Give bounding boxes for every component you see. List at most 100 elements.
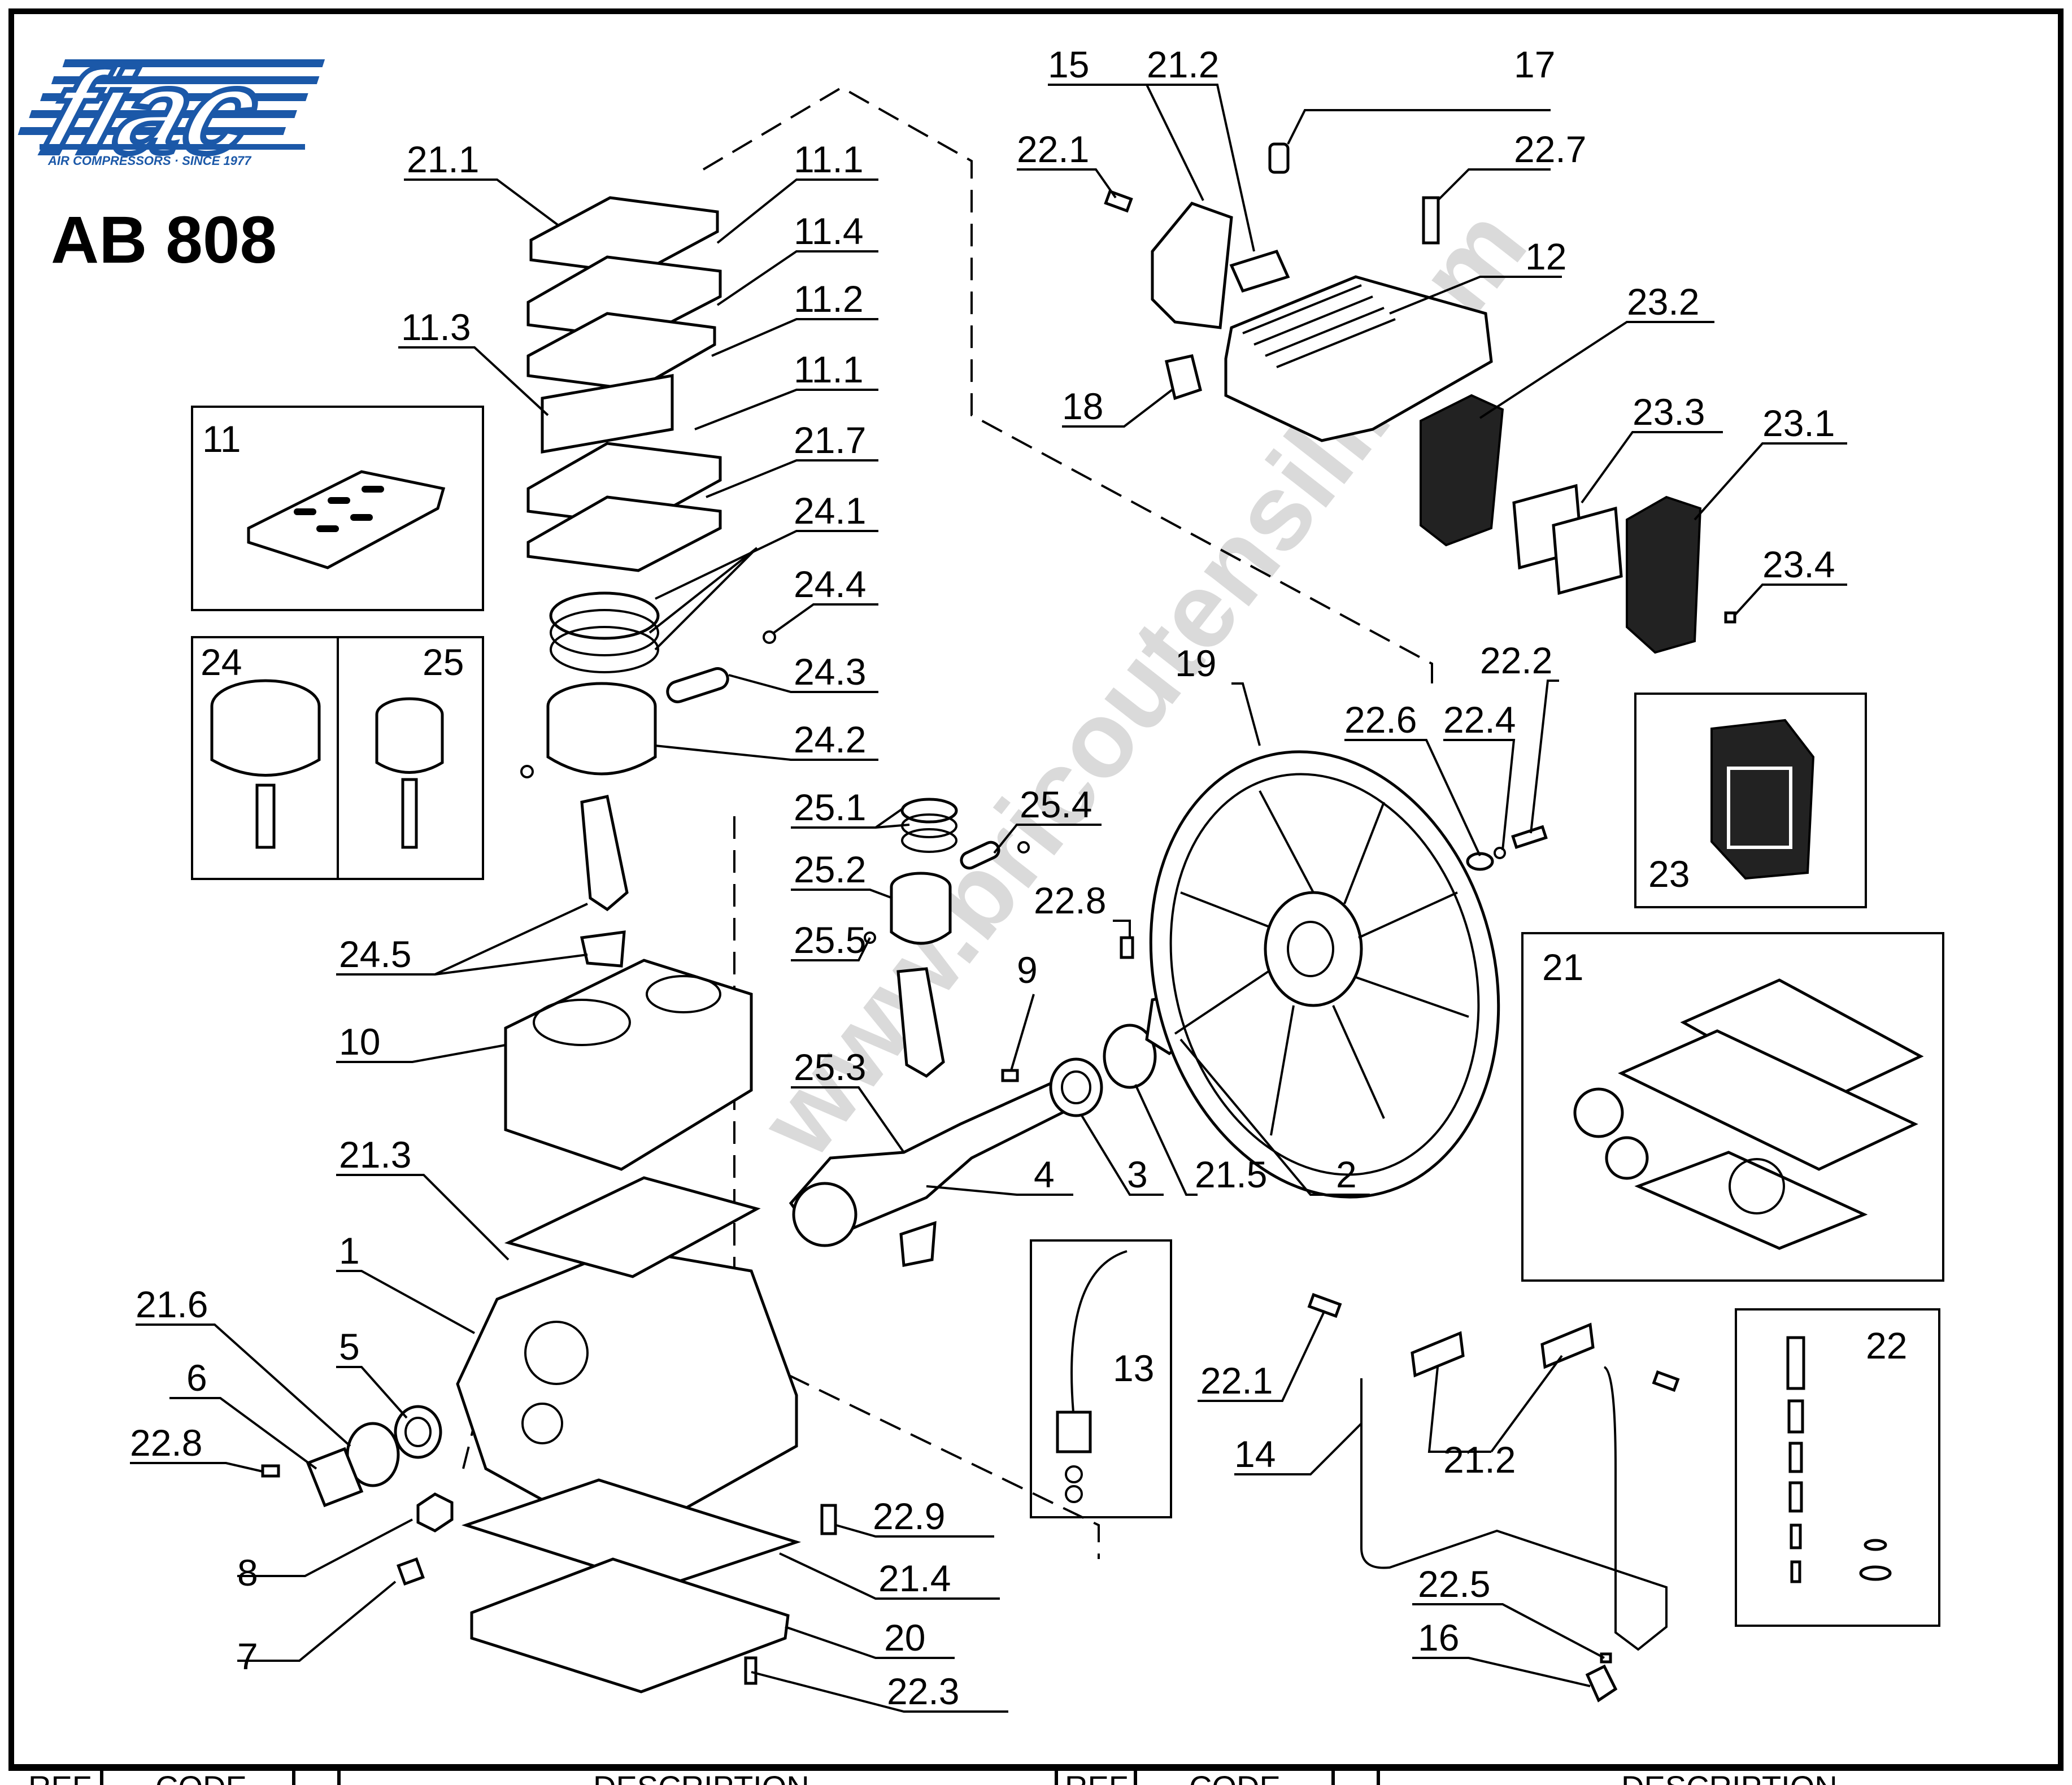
callout-5: 5 — [339, 1326, 360, 1368]
callout-22-6: 22.6 — [1344, 699, 1417, 741]
callout-14: 14 — [1234, 1433, 1276, 1475]
callout-1: 1 — [339, 1230, 360, 1272]
dipstick-icon — [1070, 1250, 1128, 1413]
screw-22-8b — [1120, 936, 1134, 959]
callout-22-8b: 22.8 — [1034, 880, 1106, 921]
callout-25-2: 25.2 — [794, 848, 866, 890]
callout-23-1: 23.1 — [1762, 402, 1835, 444]
valve-11-4 — [526, 312, 716, 391]
callout-22-8a: 22.8 — [130, 1422, 202, 1464]
callout-23-4: 23.4 — [1762, 543, 1835, 585]
callout-16: 16 — [1418, 1617, 1459, 1658]
callout-22-1a: 22.1 — [1017, 128, 1089, 170]
screw-23-4 — [1724, 611, 1736, 624]
header-description-a: DESCRIPTION — [593, 1769, 809, 1785]
box-label-13: 13 — [1113, 1347, 1154, 1389]
inset-box-24-25: 24 25 — [191, 636, 484, 880]
callout-21-1: 21.1 — [407, 138, 479, 180]
callout-23-3: 23.3 — [1633, 391, 1705, 433]
air-filter-icon — [1710, 719, 1815, 880]
valve-plate-icon — [247, 470, 446, 569]
clip-16 — [1585, 1664, 1618, 1703]
screw-22-5 — [1600, 1652, 1612, 1664]
callout-24-1: 24.1 — [794, 490, 866, 532]
callout-21-2b: 21.2 — [1443, 1439, 1516, 1481]
header-code-a: CODE — [155, 1769, 247, 1785]
cylinder-10 — [504, 959, 753, 1171]
compressor-parts — [261, 142, 1736, 1703]
gasket-21-1 — [529, 196, 719, 276]
screw-set-icon — [1786, 1336, 1892, 1583]
cylinder-head-12 — [1224, 275, 1493, 442]
callout-22-9: 22.9 — [873, 1495, 945, 1537]
callout-labels: 21.1 11.1 11.4 11.3 11.2 11.1 21.7 24.1 … — [130, 43, 1835, 1712]
callout-21-2a: 21.2 — [1147, 43, 1219, 85]
inset-box-23: 23 — [1634, 693, 1867, 908]
callout-22-2: 22.2 — [1480, 639, 1552, 681]
inset-box-13: 13 — [1030, 1239, 1172, 1518]
callout-2: 2 — [1336, 1153, 1357, 1195]
cover-6 — [306, 1447, 364, 1508]
inset-box-22: 22 — [1735, 1308, 1940, 1627]
logo-wordmark: fiac — [29, 45, 277, 178]
callout-11-1b: 11.1 — [794, 349, 864, 390]
callout-25-5: 25.5 — [794, 919, 866, 961]
leader-lines — [130, 84, 1847, 1713]
gasket-21-2a — [1229, 249, 1290, 293]
callout-25-1: 25.1 — [794, 786, 866, 828]
conrod-24-5 — [580, 795, 629, 912]
valve-plate-11-1 — [526, 255, 722, 341]
bearing-5 — [394, 1405, 442, 1459]
callout-8: 8 — [237, 1552, 258, 1594]
callout-21-4: 21.4 — [878, 1557, 951, 1599]
bolt-22-7 — [1422, 196, 1440, 245]
nut-8 — [416, 1492, 454, 1533]
callout-22-1b: 22.1 — [1200, 1360, 1273, 1401]
callout-22-5: 22.5 — [1418, 1563, 1490, 1605]
gasket-21-3 — [504, 1176, 761, 1278]
header-ref-b: REF. — [1065, 1769, 1133, 1785]
callout-21-3: 21.3 — [339, 1134, 411, 1176]
callout-24-5: 24.5 — [339, 933, 411, 975]
screw-22-3 — [744, 1656, 758, 1685]
head-valve-15 — [1151, 202, 1233, 329]
callout-20: 20 — [884, 1617, 925, 1658]
callout-7: 7 — [237, 1635, 258, 1677]
callout-11-1a: 11.1 — [794, 138, 864, 180]
box-label-25: 25 — [423, 641, 464, 683]
callout-21-5: 21.5 — [1195, 1153, 1267, 1195]
callout-22-3: 22.3 — [887, 1670, 959, 1712]
rings-24-1 — [549, 591, 660, 640]
screw-22-1b — [1307, 1292, 1342, 1318]
bearing-3 — [1049, 1057, 1103, 1117]
screw-22-8a — [261, 1464, 280, 1478]
gasket-21-2b — [1411, 1331, 1465, 1378]
inset-box-11: 11 — [191, 406, 484, 611]
filter-element-23-3b — [1552, 506, 1623, 595]
header-description-b: DESCRIPTION — [1621, 1769, 1838, 1785]
filter-cover-23-1 — [1626, 495, 1702, 654]
callout-4: 4 — [1034, 1153, 1055, 1195]
callout-15: 15 — [1048, 43, 1089, 85]
model-title: AB 808 — [51, 203, 277, 277]
callout-11-4: 11.4 — [794, 210, 864, 252]
callout-25-3: 25.3 — [794, 1046, 866, 1088]
callout-24-3: 24.3 — [794, 651, 866, 693]
box-label-24: 24 — [201, 641, 242, 683]
parts-table-header: REF. CODE DESCRIPTION REF. CODE DESCRIPT… — [28, 1767, 1838, 1785]
header-ref-a: REF. — [28, 1769, 97, 1785]
callout-11-3: 11.3 — [401, 306, 471, 348]
callout-18: 18 — [1062, 385, 1103, 427]
callout-25-4: 25.4 — [1020, 783, 1092, 825]
callout-9: 9 — [1017, 949, 1038, 991]
handle-frame-14 — [1360, 1366, 1668, 1651]
callout-21-6: 21.6 — [136, 1283, 208, 1325]
callout-24-2: 24.2 — [794, 719, 866, 760]
callout-11-2: 11.2 — [794, 278, 864, 320]
gasket-21-7 — [526, 495, 722, 572]
fitting-18 — [1164, 354, 1202, 400]
callout-6: 6 — [186, 1357, 207, 1399]
box-label-23: 23 — [1648, 853, 1690, 895]
fiac-logo: fiac AIR COMPRESSORS · SINCE 1977 — [18, 42, 325, 181]
